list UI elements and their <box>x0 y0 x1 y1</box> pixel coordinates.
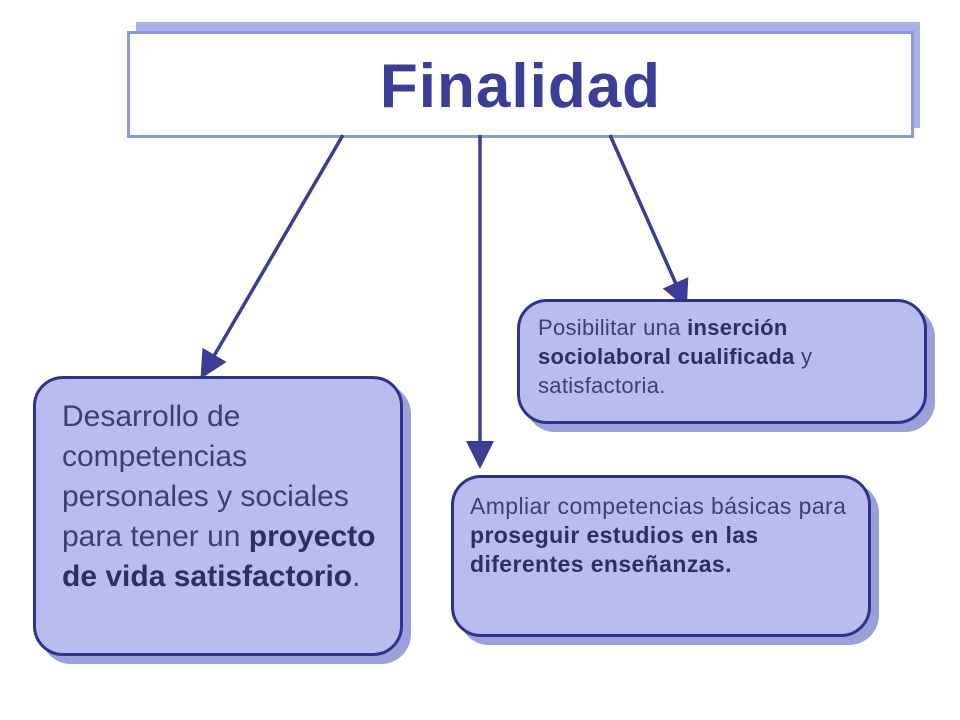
node-labor-insertion: Posibilitar una inserción sociolaboral c… <box>517 299 927 424</box>
node-text: . <box>352 560 361 593</box>
diagram-title: Finalidad <box>379 52 662 121</box>
node-personal-competencies: Desarrollo de competencias personales y … <box>33 376 403 656</box>
node-text-bold: inserción sociolaboral cualificada <box>538 315 795 369</box>
node-text-bold: proseguir estudios en las diferentes ens… <box>470 522 759 577</box>
arrow-to-personal-competencies <box>200 134 345 380</box>
node-text: Desarrollo de competencias personales y … <box>62 400 349 553</box>
arrow-to-labor-insertion <box>608 134 689 309</box>
title-box: Finalidad <box>127 31 914 138</box>
node-text: y satisfactoria. <box>538 344 813 398</box>
node-text: Posibilitar una <box>538 315 688 340</box>
node-basic-competencies: Ampliar competencias básicas para proseg… <box>451 475 871 637</box>
node-text-bold: proyecto de vida satisfactorio <box>62 520 376 593</box>
node-text: Ampliar competencias básicas para <box>470 493 847 519</box>
